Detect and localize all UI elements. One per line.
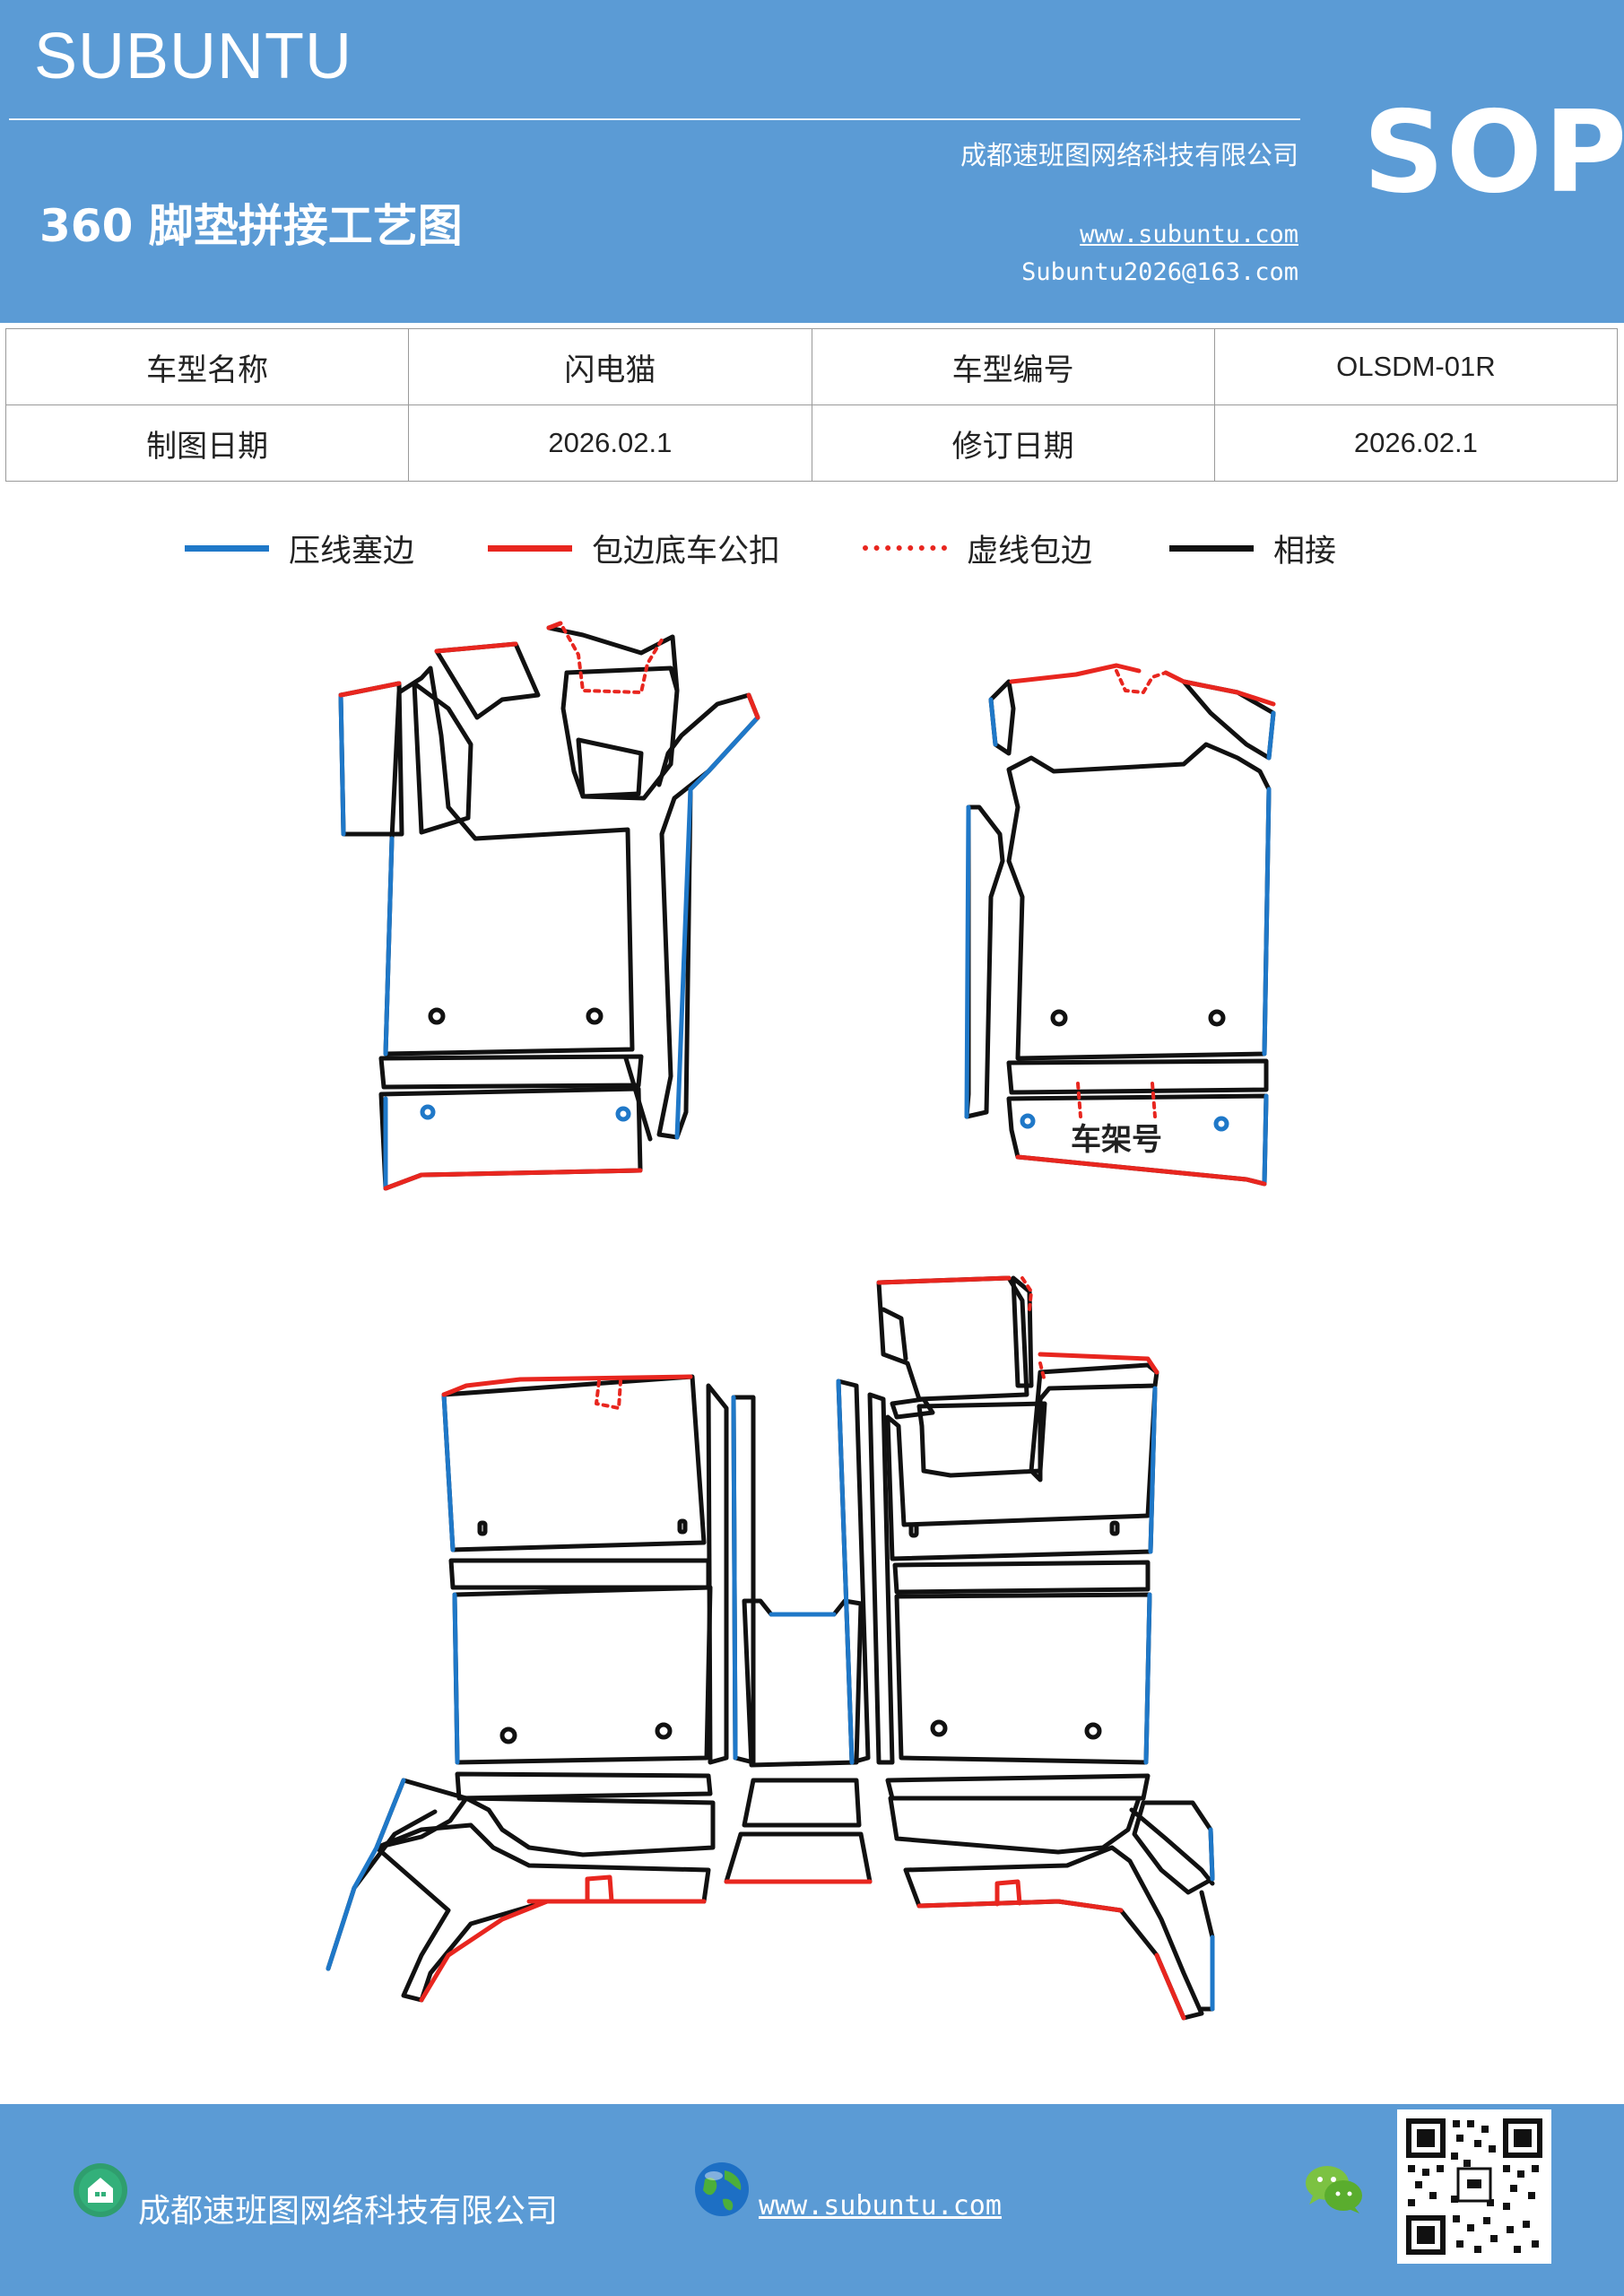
wrap-edge (419, 1168, 643, 1178)
header-email[interactable]: Subuntu2026@163.com (1021, 258, 1298, 286)
legend-item-wrap-edge: 包边底车公扣 (488, 526, 780, 570)
header-company: 成都速班图网络科技有限公司 (960, 140, 1298, 170)
document-title: 360 脚垫拼接工艺图 (39, 200, 463, 252)
legend-item-press-edge: 压线塞边 (185, 526, 414, 570)
press-edge (1262, 1093, 1269, 1187)
wrap-edge (876, 1275, 1012, 1285)
rear-left-mat (326, 1374, 756, 2003)
brand-name: SUBUNTU (34, 21, 353, 92)
wrap-edge (419, 1899, 550, 2003)
dotted-wrap-edge (1038, 1361, 1046, 1383)
model-code-value: OLSDM-01R (1213, 328, 1619, 405)
dotted-wrap-edge (561, 626, 665, 694)
revision-date-value: 2026.02.1 (1213, 404, 1619, 482)
legend-swatch (1169, 544, 1254, 552)
legend-item-dotted-wrap: 虚线包边 (863, 526, 1092, 570)
legend-label: 相接 (1273, 533, 1337, 570)
legend-swatch (488, 544, 572, 552)
table-row: 车型名称 闪电猫 车型编号 OLSDM-01R (4, 328, 1619, 405)
wrap-edge (546, 621, 563, 631)
press-edge (1266, 710, 1276, 761)
header-divider (9, 118, 1300, 120)
qr-code (1397, 2109, 1551, 2264)
dotted-wrap-edge (1020, 1276, 1033, 1311)
dotted-wrap-edge (595, 1379, 622, 1410)
wechat-icon[interactable] (1302, 2160, 1367, 2219)
press-edge (338, 692, 346, 837)
wrap-edge (994, 1879, 1022, 1907)
footer-website-link[interactable]: www.subuntu.com (759, 2190, 1002, 2222)
model-name-value: 闪电猫 (408, 328, 812, 405)
front-right-mat (964, 679, 1276, 1187)
wrap-edge (1154, 1952, 1186, 2021)
wrap-edge (1038, 1352, 1159, 1375)
frame-number-label: 车架号 (1071, 1122, 1162, 1158)
legend-item-join: 相接 (1169, 526, 1336, 570)
press-edge (731, 1395, 738, 1761)
press-edge (674, 787, 693, 1140)
snap-point (1213, 1116, 1229, 1132)
footer-company: 成都速班图网络科技有限公司 (138, 2193, 559, 2230)
press-edge (988, 697, 998, 747)
floor-mat-diagram: 车架号 (326, 621, 1276, 2021)
press-edge (1148, 1386, 1158, 1554)
wrap-edge (1015, 1154, 1267, 1187)
revision-date-label: 修订日期 (811, 404, 1215, 482)
model-code-label: 车型编号 (811, 328, 1215, 405)
header-website-link[interactable]: www.subuntu.com (1080, 221, 1298, 248)
wrap-edge (1163, 670, 1276, 707)
wrap-edge (441, 1374, 693, 1397)
legend-label: 压线塞边 (289, 533, 415, 570)
press-edge (326, 1845, 379, 1971)
press-edge (836, 1378, 855, 1765)
wrap-edge (1009, 663, 1142, 684)
legend-swatch (185, 544, 269, 552)
rear-right-mat (867, 1275, 1215, 2021)
dotted-wrap-edge (1076, 1082, 1082, 1118)
press-edge (374, 1778, 406, 1850)
wrap-edge (746, 692, 760, 720)
vehicle-info-table: 车型名称 闪电猫 车型编号 OLSDM-01R 制图日期 2026.02.1 修… (4, 328, 1619, 482)
wrap-edge (916, 1899, 1124, 1913)
press-edge (1262, 787, 1272, 1057)
wrap-edge (585, 1874, 614, 1904)
snap-point (420, 1104, 436, 1120)
dotted-wrap-edge (1151, 1082, 1157, 1118)
home-icon (74, 2163, 127, 2217)
globe-icon (695, 2162, 749, 2216)
sop-badge: SOP (1363, 86, 1624, 218)
press-edge (383, 836, 395, 1057)
press-edge (964, 804, 971, 1119)
press-edge (1143, 1592, 1152, 1765)
front-left-mat (338, 625, 760, 1191)
wrap-edge (338, 681, 402, 698)
wrap-edge (434, 641, 518, 654)
snap-point (615, 1106, 631, 1122)
legend-label: 虚线包边 (967, 533, 1093, 570)
draw-date-label: 制图日期 (4, 404, 410, 482)
draw-date-value: 2026.02.1 (408, 404, 812, 482)
header-banner (0, 0, 1624, 323)
snap-point (1020, 1113, 1036, 1129)
legend-label: 包边底车公扣 (592, 533, 781, 570)
press-edge (688, 715, 760, 792)
model-name-label: 车型名称 (4, 328, 410, 405)
press-edge (441, 1392, 456, 1552)
legend-swatch (863, 545, 947, 551)
press-edge (452, 1592, 460, 1765)
wrap-edge (383, 1172, 424, 1191)
table-row: 制图日期 2026.02.1 修订日期 2026.02.1 (4, 404, 1619, 482)
dotted-wrap-edge (1115, 669, 1168, 694)
press-edge (1208, 1827, 1215, 1882)
